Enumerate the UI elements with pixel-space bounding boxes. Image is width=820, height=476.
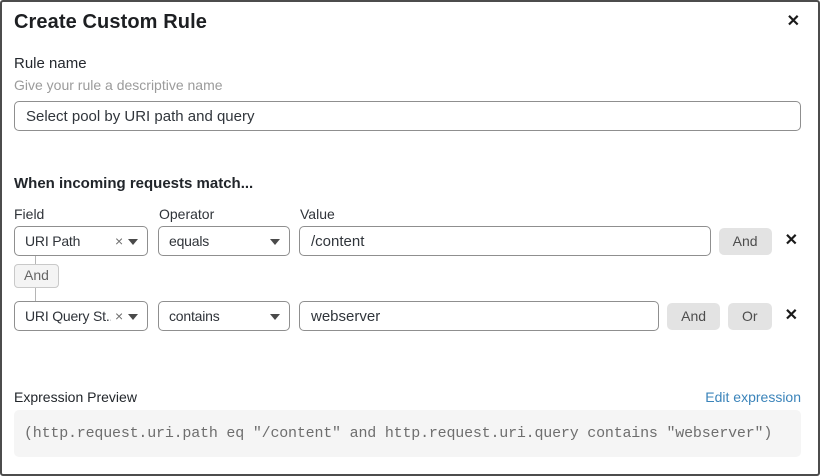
remove-condition-icon[interactable]: ✕ — [782, 308, 801, 324]
and-connector-badge: And — [14, 264, 59, 288]
remove-condition-icon[interactable]: ✕ — [782, 233, 801, 249]
condition-row: URI Path × equals And ✕ — [14, 226, 801, 256]
value-input[interactable] — [299, 301, 660, 331]
add-or-condition-button[interactable]: Or — [728, 302, 772, 330]
expression-preview-label: Expression Preview — [14, 389, 137, 405]
value-input[interactable] — [299, 226, 711, 256]
column-header-field: Field — [14, 206, 45, 222]
field-select[interactable]: URI Query St... × — [14, 301, 148, 331]
chevron-down-icon — [128, 313, 138, 320]
condition-connector: And — [14, 256, 801, 301]
match-section-heading: When incoming requests match... — [14, 175, 254, 192]
close-icon[interactable]: ✕ — [786, 13, 800, 30]
add-and-condition-button[interactable]: And — [718, 227, 772, 255]
add-and-condition-button[interactable]: And — [667, 302, 721, 330]
rule-name-helper: Give your rule a descriptive name — [14, 77, 223, 93]
chevron-down-icon — [270, 313, 280, 320]
field-select-value: URI Query St... — [25, 308, 112, 324]
rule-name-input[interactable] — [14, 101, 801, 131]
expression-code: (http.request.uri.path eq "/content" and… — [24, 425, 773, 442]
operator-select[interactable]: equals — [158, 226, 290, 256]
connector-line — [35, 256, 36, 264]
field-select[interactable]: URI Path × — [14, 226, 148, 256]
connector-line — [35, 288, 36, 301]
column-header-operator: Operator — [159, 206, 215, 222]
chevron-down-icon — [128, 238, 138, 245]
page-title: Create Custom Rule — [14, 11, 207, 33]
rule-name-label: Rule name — [14, 55, 87, 72]
expression-preview-header: Expression Preview Edit expression — [14, 389, 801, 405]
expression-code-block: (http.request.uri.path eq "/content" and… — [14, 410, 801, 457]
dialog-header: Create Custom Rule ✕ — [14, 11, 801, 34]
condition-row: URI Query St... × contains And Or ✕ — [14, 301, 801, 331]
clear-field-icon[interactable]: × — [115, 233, 123, 249]
clear-field-icon[interactable]: × — [115, 308, 123, 324]
edit-expression-link[interactable]: Edit expression — [705, 389, 801, 405]
condition-column-headers: Field Operator Value — [14, 206, 801, 222]
operator-select-value: equals — [169, 233, 210, 249]
operator-select[interactable]: contains — [158, 301, 290, 331]
operator-select-value: contains — [169, 308, 220, 324]
chevron-down-icon — [270, 238, 280, 245]
column-header-value: Value — [300, 206, 335, 222]
field-select-value: URI Path — [25, 233, 81, 249]
